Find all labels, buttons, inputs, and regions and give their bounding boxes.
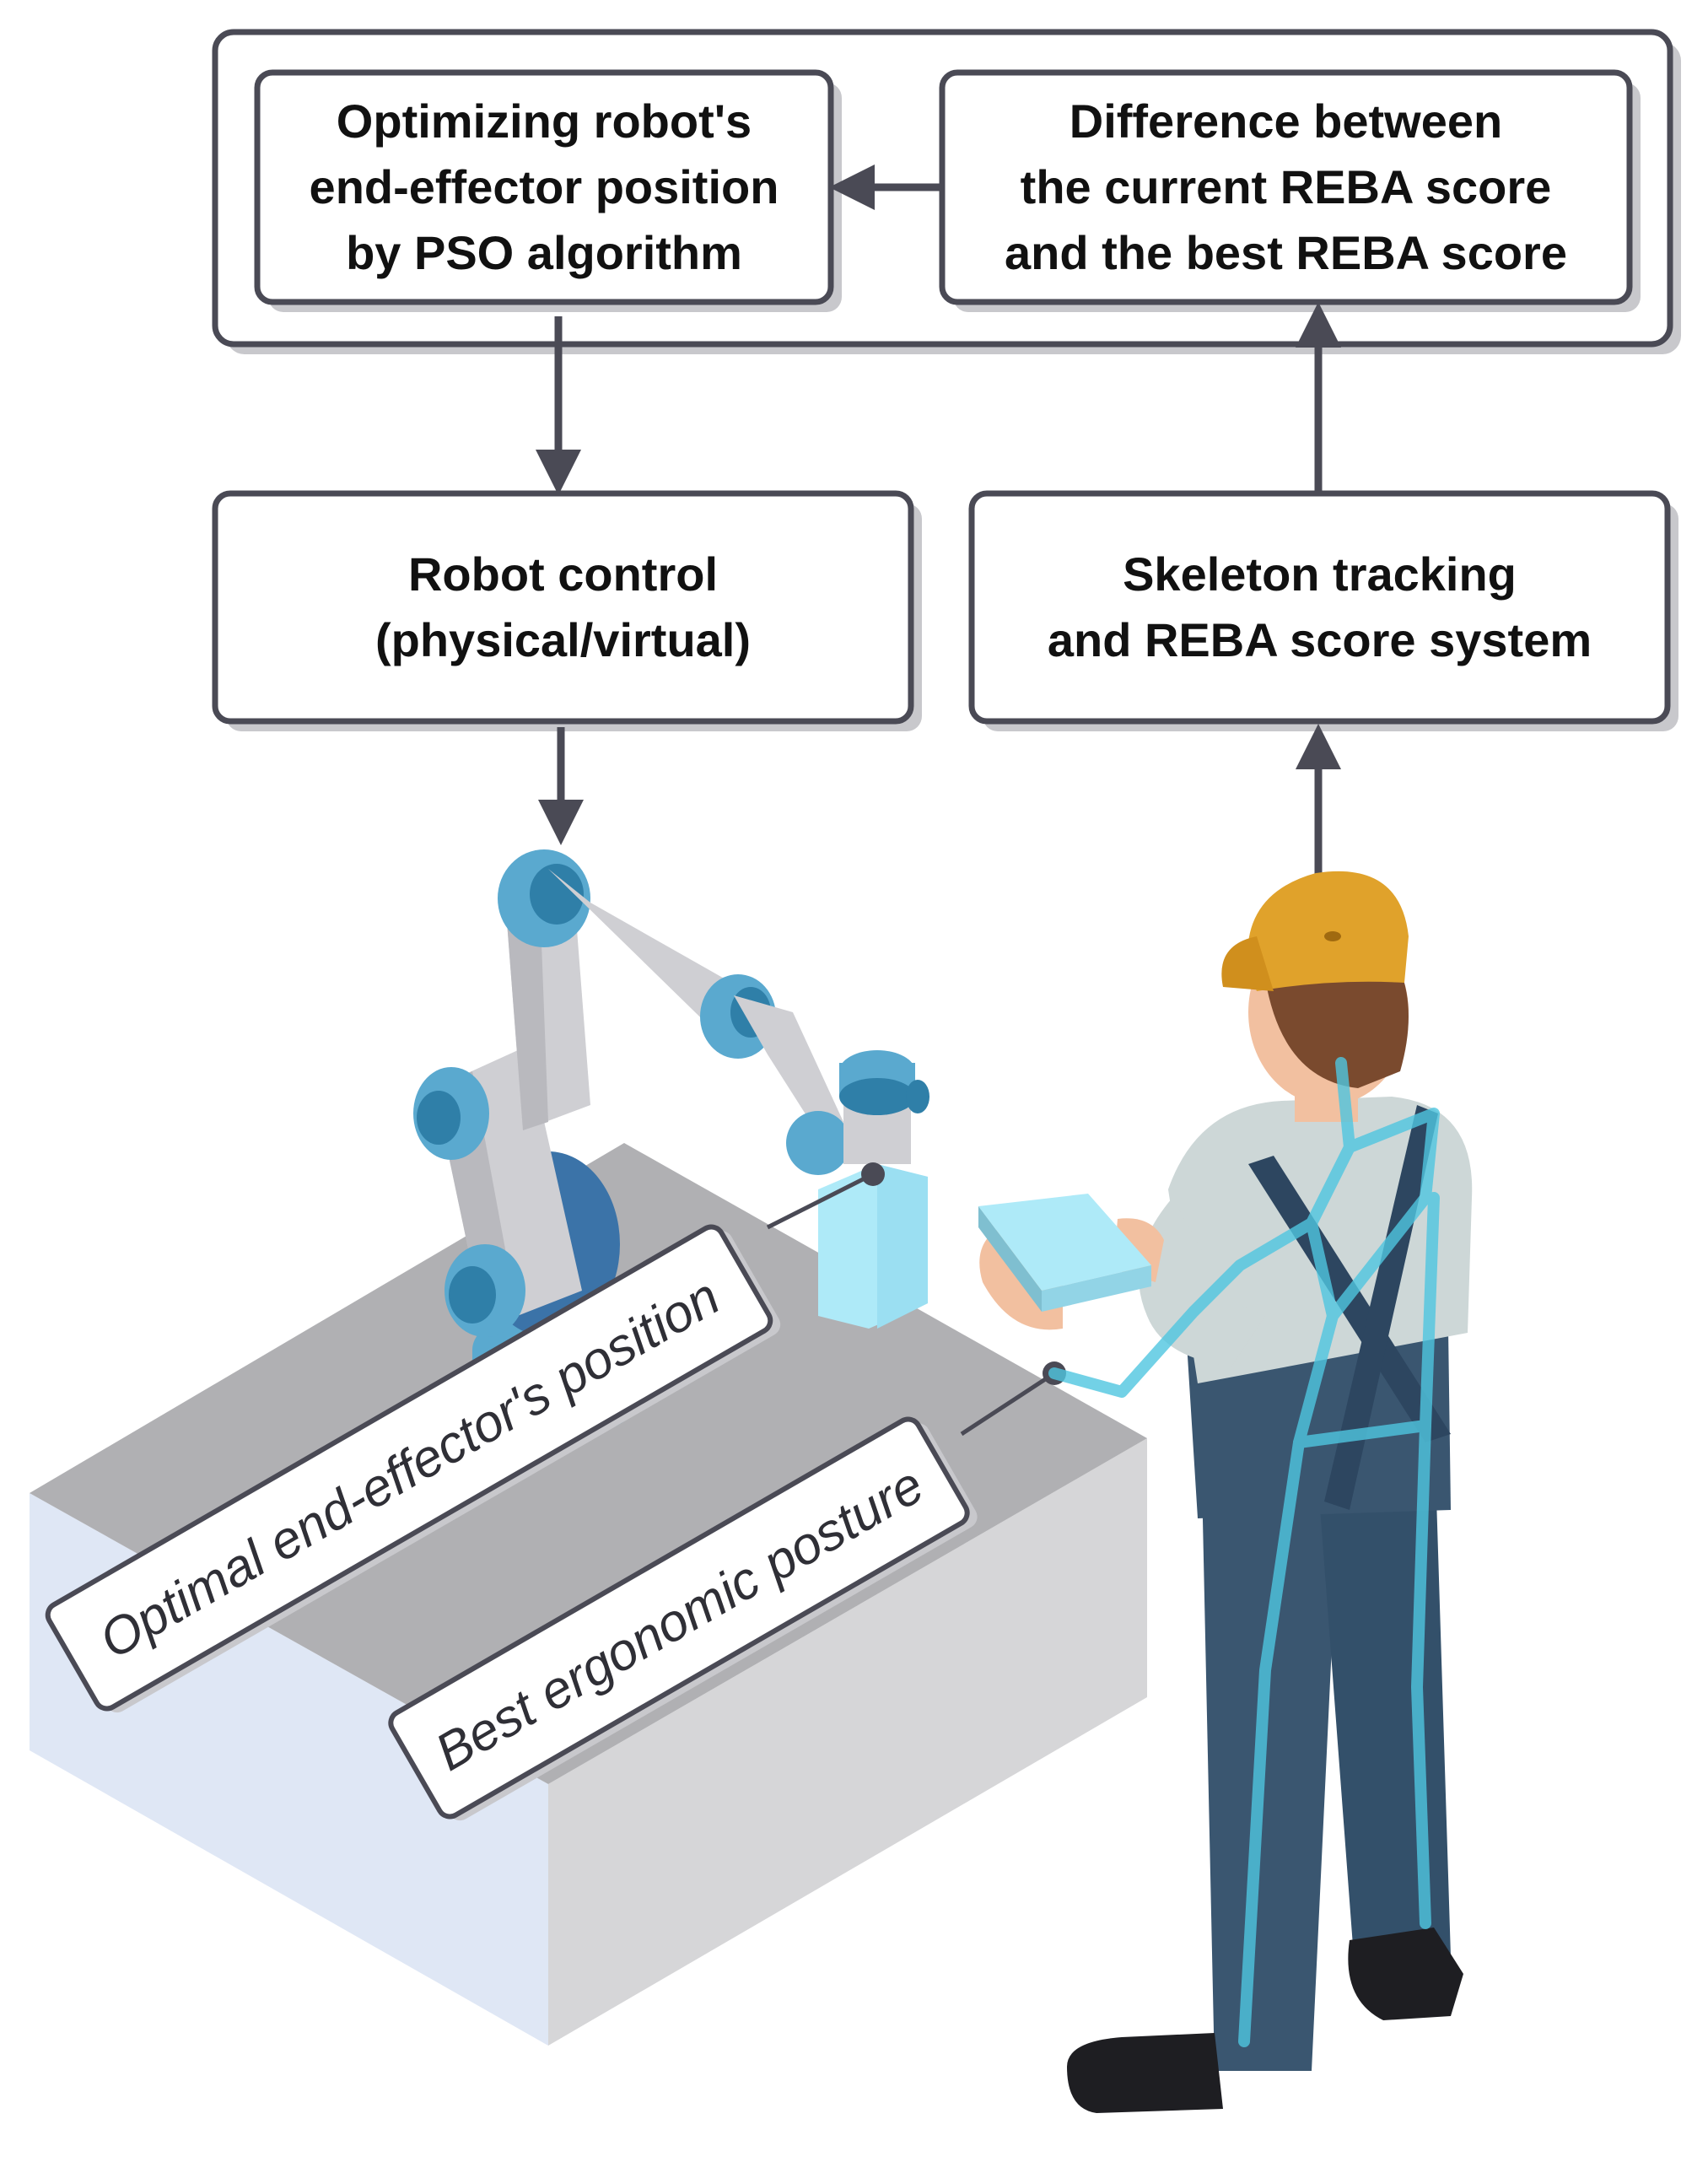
worker-strap-right xyxy=(1324,1105,1438,1510)
worker-cap-brim xyxy=(1221,936,1274,991)
worker-left-leg xyxy=(1202,1451,1341,2071)
robot-wrist-link xyxy=(734,995,843,1147)
worker-hair xyxy=(1265,970,1409,1088)
worker-left-shoe xyxy=(1067,2033,1223,2113)
robot-arm xyxy=(413,849,929,1438)
end-effector-dot xyxy=(861,1162,885,1186)
box-robot-control-label: Robot control (physical/virtual) xyxy=(374,547,752,666)
workbench-side xyxy=(548,1438,1147,2046)
worker xyxy=(978,871,1473,2113)
worker-held-box xyxy=(978,1194,1151,1291)
box-optimize-label: Optimizing robot's end-effector position… xyxy=(309,94,779,279)
box-difference-label: Difference between the current REBA scor… xyxy=(1005,94,1567,279)
box-skeleton-label: Skeleton tracking and REBA score system xyxy=(1047,547,1592,666)
worker-right-arm xyxy=(1139,1198,1265,1367)
skeleton-overlay xyxy=(1048,1057,1440,2047)
robot-forearm xyxy=(548,869,746,1042)
robot-joint-wrist xyxy=(786,1111,850,1175)
worker-right-shoe xyxy=(1348,1927,1463,2020)
box-robot-control xyxy=(212,490,922,731)
worker-cap xyxy=(1247,871,1409,991)
box-difference xyxy=(939,69,1641,312)
box-optimize xyxy=(254,69,842,312)
